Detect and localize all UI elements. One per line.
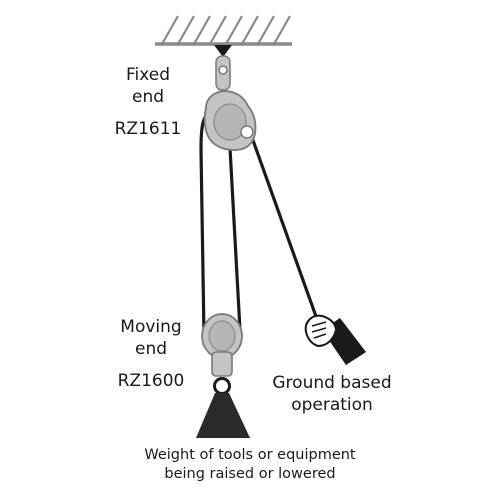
fixed-end-label-line1: Fixed — [125, 65, 171, 85]
operation-label-line2: operation — [291, 395, 373, 415]
hand-icon — [304, 314, 366, 365]
fixed-end-label-line2: end — [131, 87, 165, 107]
fixed-end-label: Fixed end — [108, 64, 188, 108]
weight-caption-line2: being raised or lowered — [164, 466, 336, 482]
moving-pulley — [201, 313, 243, 395]
moving-end-label-line2: end — [134, 339, 168, 359]
ceiling — [155, 15, 292, 46]
weight-caption: Weight of tools or equipment being raise… — [100, 446, 400, 484]
moving-end-label-line1: Moving — [120, 317, 182, 337]
fixed-pulley — [203, 55, 257, 151]
fixed-end-code: RZ1611 — [114, 119, 182, 139]
operation-label: Ground based operation — [262, 372, 402, 416]
weight-icon — [196, 393, 250, 438]
moving-end-label: Moving end — [106, 316, 196, 360]
operation-label-line1: Ground based — [272, 373, 392, 393]
weight-caption-line1: Weight of tools or equipment — [144, 447, 356, 463]
moving-end-code: RZ1600 — [117, 371, 185, 391]
ceiling-mount — [214, 45, 232, 57]
